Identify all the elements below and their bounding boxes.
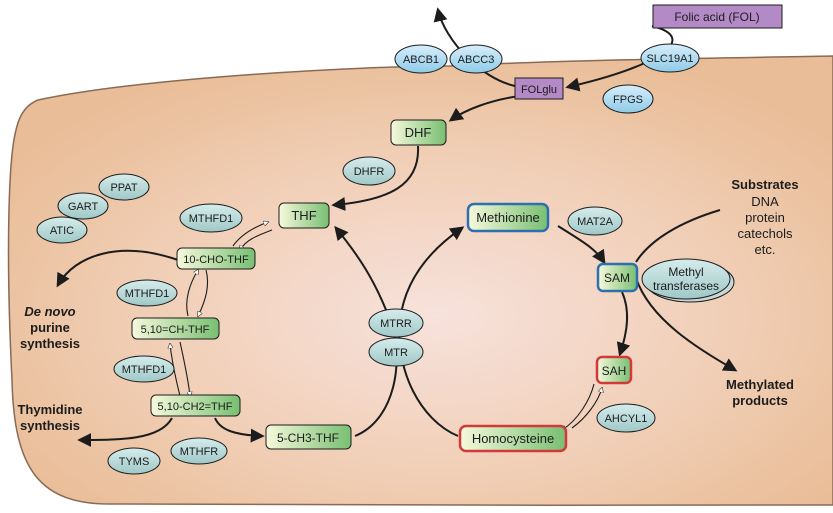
enzyme-mtr xyxy=(368,337,424,367)
ch2-thf-box xyxy=(150,394,241,417)
methylated-label-1: Methylated xyxy=(726,377,794,392)
sah-box xyxy=(595,355,633,385)
substrate-etc: etc. xyxy=(755,242,776,257)
arrow-substrates-in xyxy=(635,209,721,263)
fpgs-label: FPGS xyxy=(613,94,643,106)
folic-acid-label: Folic acid (FOL) xyxy=(674,10,759,24)
enzyme-mthfr xyxy=(170,437,228,465)
methylated-label-2: products xyxy=(732,393,788,408)
cho-thf-box xyxy=(176,247,256,270)
thymidine-label-1: Thymidine xyxy=(17,402,82,417)
enzyme-slc19a1 xyxy=(640,43,700,73)
homocysteine-box xyxy=(458,424,568,453)
arrow-methylated xyxy=(635,277,738,372)
substrate-dna: DNA xyxy=(751,194,779,209)
de-novo-label-2: purine xyxy=(30,320,70,335)
sam-box xyxy=(596,262,639,293)
de-novo-label-3: synthesis xyxy=(20,336,80,351)
gart-label: GART xyxy=(68,201,99,213)
methyltransferases-label-2: transferases xyxy=(653,279,719,293)
dhfr-label: DHFR xyxy=(354,166,385,178)
ahcyl1-label: AHCYL1 xyxy=(605,413,648,425)
mthfd1-b-label: MTHFD1 xyxy=(125,288,170,300)
substrates-title: Substrates xyxy=(731,177,798,192)
metabolite-boxes xyxy=(131,119,639,453)
enzyme-mthfd1-a xyxy=(179,203,243,233)
outcome-labels: De novo purine synthesis Thymidine synth… xyxy=(17,177,798,433)
tyms-label: TYMS xyxy=(119,456,150,468)
arrow-mthfr xyxy=(214,417,265,443)
sam-label: SAM xyxy=(604,271,630,285)
enzyme-tyms xyxy=(107,447,161,475)
enzyme-abcb1 xyxy=(394,44,448,74)
ch2-thf-label: 5,10-CH2=THF xyxy=(158,401,233,413)
mat2a-label: MAT2A xyxy=(577,216,614,228)
sah-label: SAH xyxy=(602,364,627,378)
enzymes xyxy=(36,43,735,475)
dhf-box xyxy=(390,119,447,146)
enzyme-abcc3 xyxy=(449,44,503,74)
cho-thf-label: 10-CHO-THF xyxy=(183,254,249,266)
enzyme-mthfd1-b xyxy=(116,279,178,307)
arrow-purine-synthesis xyxy=(56,249,179,288)
enzyme-methyltransferases xyxy=(641,258,731,300)
ppat-label: PPAT xyxy=(110,182,137,194)
enzyme-atic xyxy=(36,216,88,244)
folglu-label: FOLglu xyxy=(521,84,557,96)
ch3-thf-box xyxy=(265,424,352,450)
mthfr-label: MTHFR xyxy=(180,446,219,458)
enzyme-mtrr xyxy=(368,308,424,338)
enzyme-mthfd1-c xyxy=(113,355,175,383)
mtrr-label: MTRR xyxy=(380,318,412,330)
mthfd1-a-label: MTHFD1 xyxy=(189,213,234,225)
mthfd1-c-label: MTHFD1 xyxy=(122,364,167,376)
atic-label: ATIC xyxy=(50,225,74,237)
methionine-label: Methionine xyxy=(476,210,540,225)
enzyme-gart xyxy=(57,192,109,220)
ch3-thf-label: 5-CH3-THF xyxy=(277,431,339,445)
arrow-folglu-dhf xyxy=(448,95,521,122)
enzyme-ahcyl1 xyxy=(596,403,656,433)
arrow-met-sam xyxy=(557,225,606,265)
ch-thf-label: 5,10=CH-THF xyxy=(141,324,210,336)
de-novo-label-1: De novo xyxy=(24,304,75,319)
methyltransferases-label-1: Methyl xyxy=(668,265,703,279)
metabolite-labels: DHF THF 10-CHO-THF 5,10=CH-THF 5,10-CH2=… xyxy=(141,125,630,446)
methionine-box xyxy=(466,202,550,233)
homocysteine-label: Homocysteine xyxy=(472,431,554,446)
substrate-protein: protein xyxy=(745,210,785,225)
mtr-label: MTR xyxy=(384,347,408,359)
thf-label: THF xyxy=(291,208,316,223)
thymidine-label-2: synthesis xyxy=(20,418,80,433)
enzyme-mat2a xyxy=(567,206,623,236)
dhf-label: DHF xyxy=(405,125,432,140)
enzyme-fpgs xyxy=(602,84,654,114)
thf-box xyxy=(278,202,330,229)
arrow-sam-sah xyxy=(616,291,631,357)
substrate-list: DNA protein catechols etc. xyxy=(738,194,793,257)
arrow-thymidine-synthesis xyxy=(77,417,173,447)
enzyme-labels: ABCB1 ABCC3 SLC19A1 FPGS DHFR PPAT GART … xyxy=(50,53,719,468)
arrow-dhf-thf xyxy=(331,145,420,211)
ch-thf-box xyxy=(131,317,220,340)
slc19a1-label: SLC19A1 xyxy=(646,53,693,65)
folic-acid-box xyxy=(652,4,783,29)
substrate-catechols: catechols xyxy=(738,226,793,241)
abcc3-label: ABCC3 xyxy=(458,54,495,66)
enzyme-dhfr xyxy=(342,156,396,186)
enzyme-ppat xyxy=(98,173,150,201)
abcb1-label: ABCB1 xyxy=(403,54,439,66)
folglu-box xyxy=(514,77,564,100)
